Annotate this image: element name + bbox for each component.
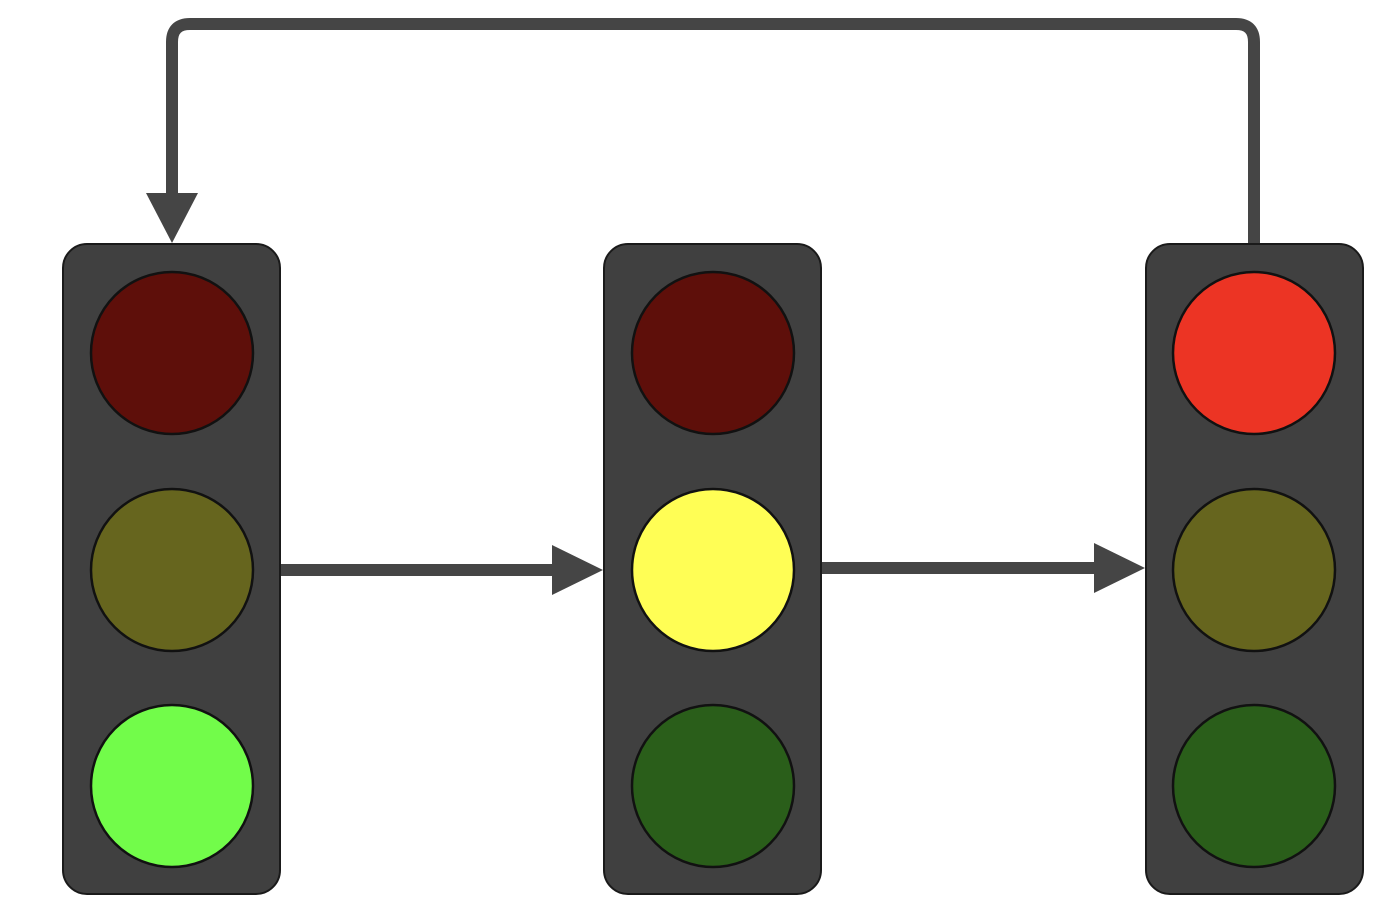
- arrowhead-icon: [1094, 543, 1145, 593]
- lamp-yellow: [1171, 487, 1337, 653]
- traffic-light-1: [62, 243, 281, 895]
- lamp-red: [630, 270, 796, 436]
- lamp-red: [1171, 270, 1337, 436]
- lamp-green: [1171, 703, 1337, 869]
- traffic-light-2: [603, 243, 822, 895]
- arrow-loop-path: [166, 18, 1260, 244]
- lamp-yellow: [630, 487, 796, 653]
- arrowhead-icon: [552, 545, 603, 595]
- arrow-yellow-to-red: [822, 543, 1145, 593]
- arrowhead-icon: [146, 193, 198, 243]
- lamp-green: [89, 703, 255, 869]
- lamp-yellow: [89, 487, 255, 653]
- transition-arrows: [146, 18, 1260, 595]
- traffic-light-3: [1145, 243, 1364, 895]
- lamp-green: [630, 703, 796, 869]
- arrow-red-to-green: [146, 18, 1260, 244]
- lamp-red: [89, 270, 255, 436]
- arrow-green-to-yellow: [281, 545, 603, 595]
